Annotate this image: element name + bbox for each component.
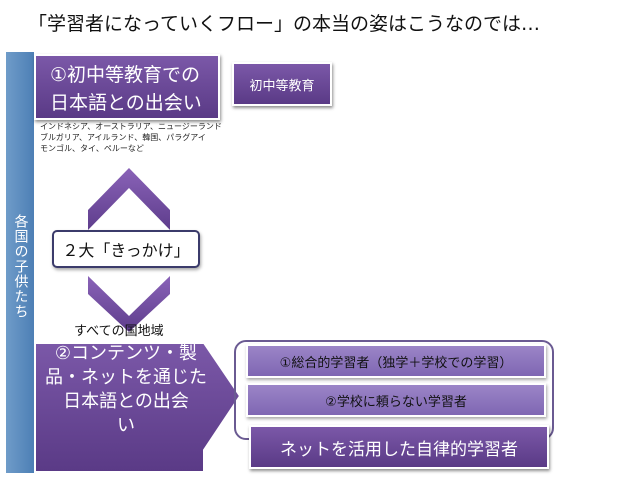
children-of-each-country-bar: [6, 52, 34, 473]
school-independent-learner-box: ②学校に頼らない学習者: [246, 383, 546, 417]
all-regions-label: すべての国地域: [74, 324, 164, 339]
box1-line2: 日本語との出会い: [50, 92, 202, 114]
box2-line1: ②コンテンツ・製: [54, 343, 198, 364]
country-list-line3: モンゴル、タイ、ペルーなど: [40, 144, 144, 153]
slide-title: 「学習者になっていくフロー」の本当の姿はこうなのでは…: [28, 13, 541, 35]
box1-line1: ①初中等教育での: [50, 64, 201, 86]
autonomous-net-learner-box: ネットを活用した自律的学習者: [249, 425, 549, 469]
chevron-up-icon: [88, 168, 170, 230]
box2-line3: 日本語との出会: [63, 391, 189, 412]
box2-line2: 品・ネットを通じた: [45, 367, 207, 388]
box2-line4: い: [117, 415, 135, 436]
primary-education-box: 初中等教育: [232, 62, 332, 106]
two-triggers-box: ２大「きっかけ」: [52, 230, 200, 268]
right-arrow-shape: [34, 342, 242, 472]
country-list-line1: インドネシア、オーストラリア、ニュージーランド: [40, 122, 222, 131]
primary-education-encounter-box: ①初中等教育での 日本語との出会い: [34, 54, 220, 120]
comprehensive-learner-box: ①総合的学習者（独学＋学校での学習）: [246, 344, 546, 378]
box2-text: ②コンテンツ・製 品・ネットを通じた 日本語との出会 い: [40, 342, 212, 438]
country-list-line2: ブルガリア、アイルランド、韓国、パラグアイ: [40, 133, 206, 142]
left-bar-label: 各国の子供たち: [12, 213, 29, 319]
chevron-down-icon: [88, 276, 170, 332]
content-encounter-arrow: ②コンテンツ・製 品・ネットを通じた 日本語との出会 い: [34, 342, 244, 472]
country-list: インドネシア、オーストラリア、ニュージーランド ブルガリア、アイルランド、韓国、…: [40, 121, 236, 171]
